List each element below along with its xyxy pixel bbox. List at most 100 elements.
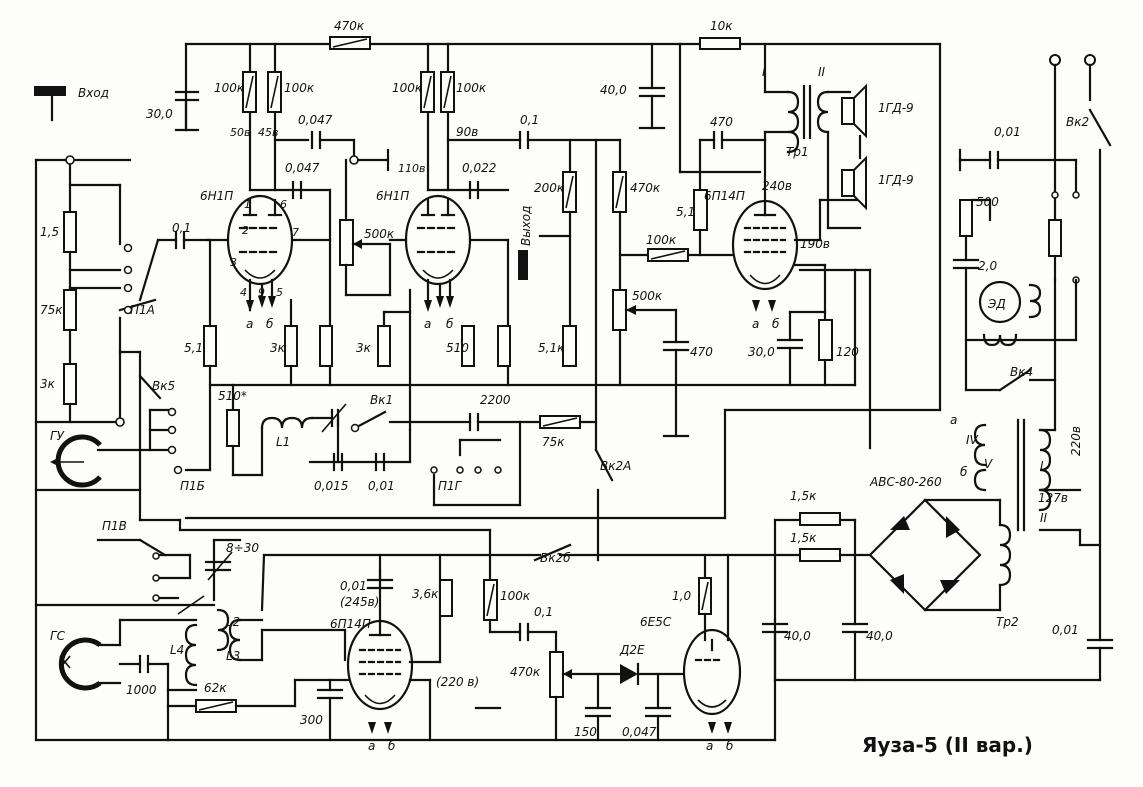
lbl-r1-5: 1,5: [40, 225, 59, 239]
pot-470k-ind: [549, 651, 564, 698]
lbl-p1b: П1Б: [180, 479, 205, 493]
pin-b5: б: [726, 739, 734, 753]
transformer-tr1: [763, 42, 862, 230]
lbl-470k-o: 470к: [510, 665, 541, 679]
speakers: [841, 83, 867, 211]
transformer-tr2: [973, 278, 1102, 547]
lbl-output: Выход: [519, 206, 533, 246]
pin-b: б: [266, 317, 274, 331]
lbl-c001-3: 0,01: [1052, 623, 1079, 637]
lbl-c001: 0,01: [368, 479, 395, 493]
lbl-r75k: 75к: [40, 303, 63, 317]
lbl-vk2a: Вк2А: [600, 459, 631, 473]
lbl-input: Вход: [78, 86, 109, 100]
lbl-45v: 45в: [258, 126, 278, 139]
mains-terminal-2: [1084, 54, 1096, 66]
lbl-vk1: Вк1: [370, 393, 393, 407]
pot-500k-vol: [339, 219, 354, 266]
lbl-127v: 127в: [1038, 491, 1068, 505]
lbl-tr2: Тр2: [996, 615, 1019, 629]
ground-rail: [208, 268, 872, 450]
input-panel: [34, 86, 212, 742]
lbl-r5-1-c: 5,1: [184, 341, 203, 355]
lbl-500k-1: 500к: [364, 227, 395, 241]
lbl-r100k-2: 100к: [284, 81, 315, 95]
lbl-r62k: 62к: [204, 681, 227, 695]
motor-ed: [978, 280, 1022, 324]
lbl-50v: 50в: [230, 126, 250, 139]
switch-vk1[interactable]: [353, 410, 387, 430]
lbl-p1v: П1В: [102, 519, 127, 533]
switch-vk5[interactable]: [138, 374, 162, 400]
lbl-500k-2: 500к: [632, 289, 663, 303]
lbl-90v: 90в: [456, 125, 478, 139]
lbl-c470: 470: [690, 345, 713, 359]
input-jack[interactable]: [34, 86, 66, 96]
lbl-wII-2: II: [1040, 511, 1048, 525]
lbl-c40-2: 40,0: [866, 629, 893, 643]
cap-40-top: [638, 42, 666, 130]
lbl-r1-5k-1: 1,5к: [790, 489, 817, 503]
lbl-100k-g: 100к: [646, 233, 677, 247]
lbl-r3k-3: 3к: [356, 341, 372, 355]
lbl-c2200: 2200: [480, 393, 511, 407]
lbl-470k-top: 470к: [334, 19, 365, 33]
lbl-c001-2: 0,01: [340, 579, 367, 593]
lbl-c470-top: 470: [710, 115, 733, 129]
lbl-vk5: Вк5: [152, 379, 175, 393]
lbl-220v-b: (220 в): [436, 675, 479, 689]
switch-vk2[interactable]: [1088, 108, 1112, 147]
lbl-wIV: IV: [966, 433, 979, 447]
motor: [952, 198, 1078, 392]
lbl-wV: V: [984, 457, 993, 471]
lbl-c0047-1: 0,047: [298, 113, 333, 127]
pin-a2: а: [424, 317, 431, 331]
labels: 470к 10к 30,0 40,0 Вход 100к 100к 100к 1…: [40, 19, 1089, 757]
lbl-c30-k: 30,0: [748, 345, 775, 359]
output-jack[interactable]: [518, 250, 528, 280]
pin-a3: а: [752, 317, 759, 331]
pin-b4: б: [388, 739, 396, 753]
lbl-r100k-4: 100к: [456, 81, 487, 95]
lbl-r3k-2: 3к: [270, 341, 286, 355]
switch-vk4[interactable]: [998, 368, 1032, 392]
mains: [958, 54, 1114, 682]
resistor-10k: [699, 37, 741, 50]
lbl-470k-1: 470к: [630, 181, 661, 195]
lbl-wII: II: [818, 65, 826, 79]
lbl-wI-2: I: [1040, 459, 1044, 473]
lbl-r510s: 510*: [218, 389, 247, 403]
power-supply: [761, 498, 1102, 742]
pin-5: 5: [276, 286, 283, 299]
stage-indicator: [549, 553, 742, 742]
lbl-vk4: Вк4: [1010, 365, 1033, 379]
lbl-l3: L3: [226, 649, 240, 663]
lbl-b: б: [960, 465, 968, 479]
switch-vk2a[interactable]: [594, 448, 614, 482]
pot-500k-tone: [612, 289, 627, 331]
lbl-c0015: 0,015: [314, 479, 348, 493]
pin-7: 7: [292, 226, 299, 239]
pin-a: а: [246, 317, 253, 331]
switch-vk2b[interactable]: [533, 543, 572, 562]
lbl-r3k: 3к: [40, 377, 56, 391]
pin-9: 9: [258, 286, 265, 299]
stage2: [377, 42, 622, 432]
lbl-190v: 190в: [800, 237, 830, 251]
lbl-c1000: 1000: [126, 683, 157, 697]
lbl-c0022: 0,022: [462, 161, 496, 175]
diagram-title: Яуза-5 (II вар.): [862, 733, 1033, 757]
osc-wiring: [34, 408, 942, 612]
cap-0.1-in: [138, 230, 210, 302]
speaker-1gd9-2: [841, 169, 855, 197]
osc-coils: [118, 595, 347, 692]
switch-p1v[interactable]: [138, 538, 167, 557]
speaker-1gd9-1: [841, 97, 855, 125]
lbl-gs: ГС: [50, 629, 66, 643]
lbl-r3-6k: 3,6к: [412, 587, 439, 601]
lbl-rectifier: АВС-80-260: [869, 475, 942, 489]
lbl-l1: L1: [276, 435, 290, 449]
gu-head: [50, 434, 102, 488]
lbl-r1-5k-2: 1,5к: [790, 531, 817, 545]
